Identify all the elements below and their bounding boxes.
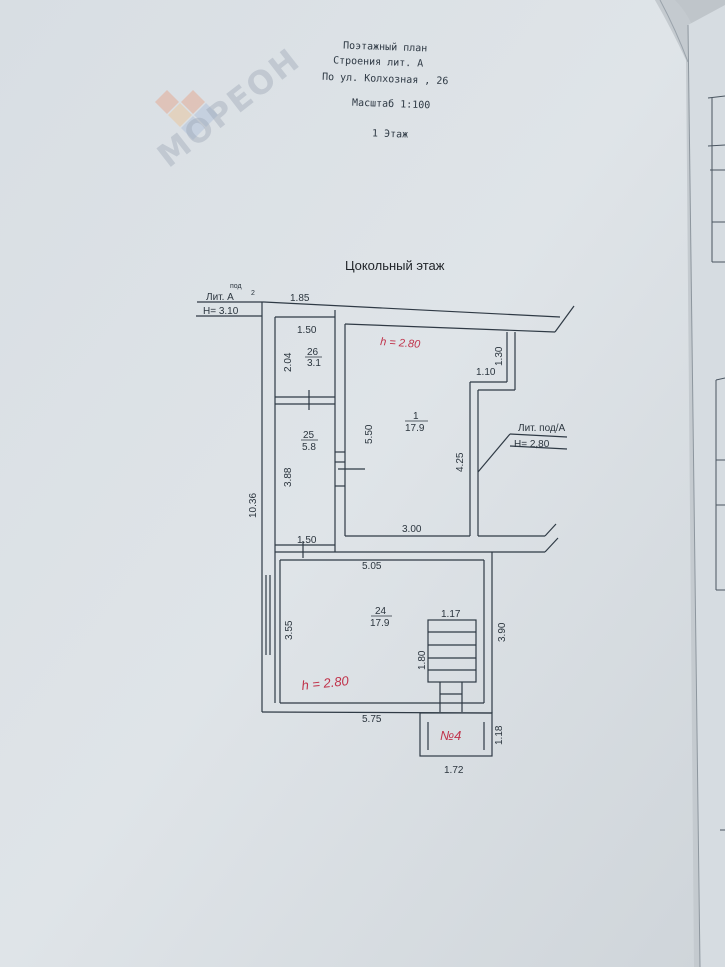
left-block-label: Лит. А: [206, 292, 234, 303]
handwritten-height-room1: h = 2.80: [380, 336, 422, 351]
dim-porch-width: 1.72: [444, 765, 464, 776]
left-block-sup: под: [230, 283, 242, 290]
dim-room24-height: 3.55: [284, 620, 295, 640]
room-1-number: 1: [413, 411, 419, 422]
room-26-number: 26: [307, 347, 319, 358]
dim-porch-height: 1.18: [494, 725, 505, 745]
dim-stair-width: 1.17: [441, 609, 461, 620]
watermark-logo: [155, 90, 218, 140]
room-25-area: 5.8: [302, 442, 316, 453]
room-26-area: 3.1: [307, 358, 321, 369]
dim-top: 1.85: [290, 293, 310, 304]
dim-room1-bottom: 3.00: [402, 524, 422, 535]
right-block-height: H= 2,80: [514, 439, 550, 450]
dim-overall-height: 10.36: [248, 493, 259, 518]
dim-room1-height: 5.50: [364, 424, 375, 444]
room-24-area: 17.9: [370, 618, 390, 629]
dim-room26-width: 1.50: [297, 325, 317, 336]
left-block-sup2: 2: [251, 290, 255, 297]
dim-room24-top: 5.05: [362, 561, 382, 572]
handwritten-porch-number: №4: [440, 728, 461, 743]
dim-niche-width: 1.10: [476, 367, 496, 378]
dim-room25-height: 3.88: [283, 467, 294, 487]
dim-room25-width: 1.50: [297, 535, 317, 546]
room-1-area: 17.9: [405, 423, 425, 434]
left-block-height: H= 3.10: [203, 306, 239, 317]
dim-room26-height: 2.04: [283, 352, 294, 372]
room-25-number: 25: [303, 430, 315, 441]
dim-room24-right: 3.90: [497, 622, 508, 642]
dim-stair-height: 1.80: [417, 650, 428, 670]
room-24-number: 24: [375, 606, 387, 617]
handwritten-height-room24: h = 2.80: [301, 673, 350, 693]
dim-niche-height: 1.30: [494, 346, 505, 366]
dim-room1-right: 4.25: [455, 452, 466, 472]
dim-bottom: 5.75: [362, 714, 382, 725]
plan-title: Цокольный этаж: [345, 258, 445, 273]
right-block-label: Лит. под/А: [518, 423, 566, 434]
